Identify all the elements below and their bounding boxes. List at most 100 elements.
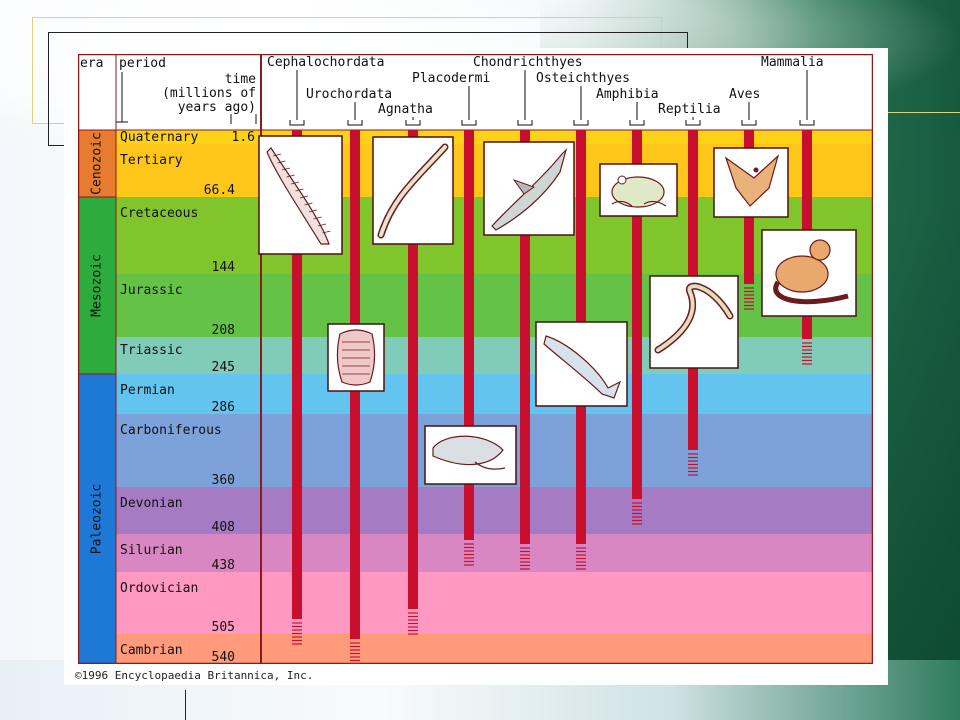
period-label-cretaceous: Cretaceous (120, 206, 198, 221)
bony-fish-icon (535, 321, 628, 407)
group-label-urochordata: Urochordata (306, 87, 392, 102)
lancelet-segment (281, 167, 291, 171)
lamprey-body-fill (379, 145, 447, 237)
lancelet-segment (308, 209, 318, 213)
group-label-osteichthyes: Osteichthyes (536, 71, 630, 86)
lancelet-segment (295, 188, 304, 192)
lineage-dashes-amphibia (632, 502, 642, 525)
lineage-dashes-chondrichthyes (520, 547, 530, 570)
lancelet-segment (317, 223, 327, 227)
lancelet-segment (304, 202, 313, 206)
group-bracket-amphibia (629, 120, 645, 126)
group-bracket-agnatha (405, 120, 421, 126)
group-label-cephalochordata: Cephalochordata (267, 55, 384, 70)
shark-fin (512, 179, 536, 195)
group-bracket-osteichthyes (573, 120, 589, 126)
header-bracket-time (230, 114, 257, 124)
period-band-triassic (116, 337, 873, 374)
lancelet-segment (290, 181, 300, 185)
lineage-dashes-osteichthyes (576, 547, 586, 570)
period-label-triassic: Triassic (120, 343, 183, 358)
placoderm-body (432, 435, 504, 466)
era-band-mesozoic (78, 196, 117, 375)
lineage-bar-chondrichthyes (520, 130, 530, 544)
bony-fish-body (543, 335, 622, 399)
group-label-agnatha: Agnatha (378, 102, 433, 117)
period-age-ordovician: 505 (212, 620, 235, 635)
lamprey-icon (372, 136, 454, 245)
lineage-dashes-mammalia (802, 342, 812, 365)
lineage-dashes-aves (744, 287, 754, 310)
group-bracket-cephalochordata (289, 120, 305, 126)
period-age-devonian: 408 (212, 520, 235, 535)
group-bracket-placodermi (461, 120, 477, 126)
period-age-cambrian: 540 (212, 650, 235, 664)
period-label-devonian: Devonian (120, 496, 183, 511)
frog-icon (599, 163, 678, 217)
lizard-frame (649, 275, 739, 369)
period-label-quaternary: Quaternary (120, 130, 198, 145)
group-label-amphibia: Amphibia (596, 87, 659, 102)
header-period-label: period (119, 56, 166, 71)
period-band-permian (116, 374, 873, 414)
lancelet-segment (322, 230, 331, 234)
group-bracket-urochordata (347, 120, 363, 126)
lineage-bar-agnatha (408, 130, 418, 609)
lineage-dashes-reptilia (688, 453, 698, 476)
group-bracket-reptilia (685, 120, 701, 126)
lineage-bar-cephalochordata (292, 130, 302, 619)
mammal-head (809, 239, 831, 261)
period-label-cambrian: Cambrian (120, 643, 183, 658)
bird-icon (713, 147, 789, 218)
period-label-permian: Permian (120, 383, 175, 398)
lancelet-body (266, 147, 330, 245)
mammal-body (775, 255, 829, 293)
group-bracket-chondrichthyes (517, 120, 533, 126)
lineage-bar-amphibia (632, 130, 642, 499)
header-time-unit-1: (millions of (162, 86, 256, 101)
period-age-carboniferous: 360 (212, 473, 235, 488)
group-label-aves: Aves (729, 87, 760, 102)
mammal-icon (761, 229, 857, 317)
group-bracket-aves (741, 120, 757, 126)
period-age-tertiary: 66.4 (204, 183, 235, 198)
frog-legs (611, 200, 667, 207)
lancelet-segment (277, 160, 286, 164)
period-age-permian: 286 (212, 400, 235, 415)
tunicate-body (336, 329, 376, 386)
lineage-dashes-urochordata (350, 642, 360, 664)
lineage-dashes-cephalochordata (292, 622, 302, 645)
tunicate-icon (327, 323, 385, 392)
period-age-quaternary: 1.6 (232, 130, 255, 145)
group-label-reptilia: Reptilia (658, 102, 721, 117)
lizard-icon (649, 275, 739, 369)
period-band-cambrian (116, 634, 873, 664)
lancelet-segment (272, 153, 282, 157)
period-label-ordovician: Ordovician (120, 581, 198, 596)
header-era-label: era (80, 56, 103, 71)
period-band-devonian (116, 487, 873, 534)
era-label-paleozoic: Paleozoic (90, 484, 105, 554)
period-band-silurian (116, 534, 873, 572)
lizard-body (656, 284, 732, 352)
lancelet-segment (286, 174, 295, 178)
lineage-bar-placodermi (464, 130, 474, 540)
period-age-triassic: 245 (212, 360, 235, 375)
lineage-dashes-agnatha (408, 612, 418, 635)
group-bracket-mammalia (799, 120, 815, 126)
bird-eye (753, 167, 759, 173)
period-age-silurian: 438 (212, 558, 235, 573)
header-time-label: time (225, 72, 256, 87)
period-label-carboniferous: Carboniferous (120, 423, 222, 438)
diagram-outer-border (78, 54, 873, 664)
lancelet-segment (313, 216, 322, 220)
mammal-tail (773, 280, 849, 305)
shark-icon (483, 141, 575, 236)
header-background (78, 54, 873, 130)
group-label-chondrichthyes: Chondrichthyes (473, 55, 583, 70)
group-label-placodermi: Placodermi (412, 71, 490, 86)
frog-body (611, 176, 665, 208)
header-time-unit-2: years ago) (178, 100, 256, 115)
era-label-mesozoic: Mesozoic (90, 254, 105, 317)
